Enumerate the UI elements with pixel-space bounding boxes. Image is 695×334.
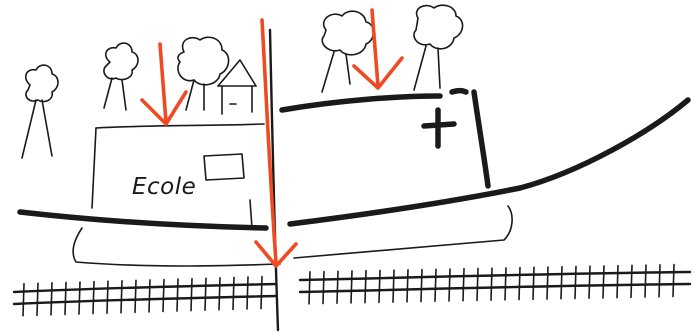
- railway-tie: [602, 265, 605, 299]
- tree-icon: [21, 64, 59, 159]
- railway-tie: [644, 264, 647, 298]
- railway-tie: [378, 269, 381, 304]
- school-label: Ecole: [132, 174, 196, 200]
- railway-track-icon: [12, 263, 692, 317]
- railway-tie: [204, 277, 207, 312]
- arrow-down-icon: [352, 8, 404, 90]
- railway-tie: [148, 279, 151, 313]
- railway-tie: [476, 267, 479, 302]
- window: [203, 153, 245, 181]
- railway-tie: [588, 265, 591, 299]
- railway-tie: [434, 268, 437, 303]
- church-building: [279, 87, 491, 189]
- railway-tie: [64, 281, 67, 316]
- railway-tie: [518, 266, 521, 301]
- railway-tie: [176, 278, 179, 312]
- railway-tie: [630, 264, 633, 299]
- railway-tie: [78, 281, 81, 315]
- railway-tie: [462, 267, 465, 302]
- arrow-down-icon: [254, 18, 298, 268]
- tree-icon: [321, 10, 375, 93]
- tree-icon: [103, 42, 139, 111]
- railway-tie: [574, 265, 577, 300]
- railway-tie: [308, 271, 311, 305]
- railway-tie: [36, 282, 39, 317]
- railway-tie: [120, 279, 123, 314]
- railway-tie: [392, 269, 395, 303]
- railway-tie: [532, 266, 535, 301]
- railway-tie: [336, 270, 339, 305]
- railway-tie: [406, 269, 409, 303]
- railway-tie: [134, 279, 137, 314]
- railway-tie: [364, 269, 367, 304]
- arrow-down-icon: [140, 42, 188, 126]
- tree-icon: [413, 4, 464, 91]
- house-icon: [217, 59, 257, 115]
- railway-tie: [504, 267, 507, 301]
- railway-tie: [260, 275, 263, 310]
- tree-icon: [177, 36, 230, 111]
- cross-icon: [421, 107, 457, 149]
- railway-tie: [232, 276, 235, 311]
- road: [17, 97, 691, 267]
- railway-tie: [546, 266, 549, 300]
- railway-tie: [490, 267, 493, 301]
- divider-line: [268, 28, 280, 332]
- railway-tie: [322, 270, 325, 305]
- railway-tie: [218, 277, 221, 311]
- railway-tie: [672, 263, 675, 298]
- railway-tie: [448, 268, 451, 302]
- railway-tie: [246, 276, 249, 310]
- railway-tie: [658, 264, 661, 298]
- railway-tie: [92, 280, 95, 315]
- railway-tie: [350, 270, 353, 304]
- railway-tie: [560, 265, 563, 300]
- railway-tie: [162, 278, 165, 313]
- railway-tie: [106, 280, 109, 314]
- school-building: [91, 123, 265, 229]
- railway-tie: [420, 268, 423, 303]
- railway-tie: [22, 282, 25, 317]
- railway-tie: [616, 264, 619, 299]
- railway-tie: [190, 277, 193, 312]
- railway-tie: [50, 282, 53, 316]
